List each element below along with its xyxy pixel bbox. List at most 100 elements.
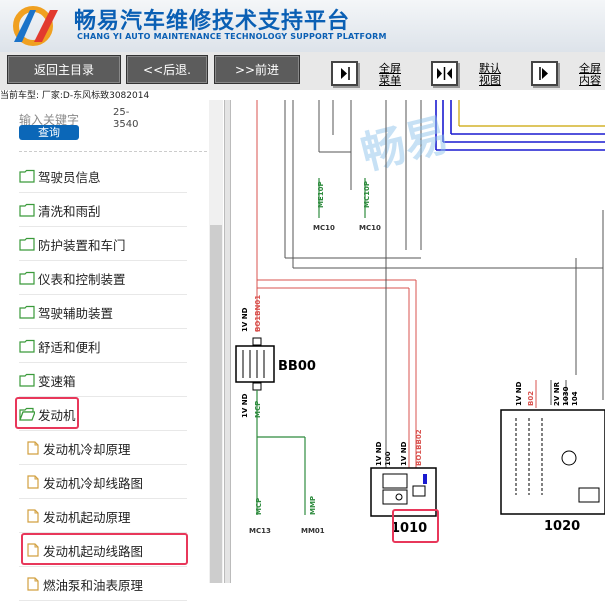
tree-item-label: 防护装置和车门	[38, 238, 126, 253]
file-icon	[26, 508, 42, 523]
wire-label-mc10p: MC10P	[363, 181, 371, 208]
folder-icon	[19, 372, 35, 387]
watermark: 畅易	[356, 109, 454, 180]
search-range-end: 3540	[113, 119, 139, 130]
file-icon	[26, 474, 42, 489]
tree-item-label: 发动机	[38, 408, 76, 423]
tree-item-label: 仪表和控制装置	[38, 272, 126, 287]
tree-item-engine-start-principle[interactable]: 发动机起动原理	[19, 499, 187, 533]
sidebar: 输入关键字 25- 3540 查询 驾驶员信息清洗和雨刮防护装置和车门仪表和控制…	[0, 100, 224, 601]
tree-item-protection-doors[interactable]: 防护装置和车门	[19, 227, 187, 261]
fullscreen-menu-label-2: 菜单	[379, 74, 401, 87]
fullscreen-content-label-2: 内容	[579, 74, 601, 87]
tree-item-engine-start-wiring[interactable]: 发动机起动线路图	[19, 533, 187, 567]
highlight-engine	[15, 397, 79, 429]
wire-label-1010-a: 1V ND	[375, 441, 383, 466]
back-main-button[interactable]: 返回主目录	[7, 55, 121, 84]
tree-item-transmission[interactable]: 变速箱	[19, 363, 187, 397]
wiring-diagram: ME10P MC10P MC10 MC10 畅易 BB00 1V ND BO1B…	[231, 100, 605, 583]
tree-item-label: 舒适和便利	[38, 340, 101, 355]
fullscreen-content-icon[interactable]	[531, 61, 558, 86]
next-button[interactable]: >>前进	[214, 55, 300, 84]
wire-label-1010-b: 1V ND	[400, 441, 408, 466]
app-subtitle: CHANG YI AUTO MAINTENANCE TECHNOLOGY SUP…	[77, 32, 387, 41]
default-view-label-1: 默认	[479, 62, 501, 75]
tree-item-label: 燃油泵和油表原理	[43, 578, 144, 593]
search-input[interactable]: 输入关键字	[19, 113, 80, 127]
file-icon	[26, 440, 42, 455]
wire-label-bb00-bot: 1V ND	[241, 393, 249, 418]
tree-item-driver-info[interactable]: 驾驶员信息	[19, 159, 187, 193]
tree-item-label: 驾驶辅助装置	[38, 306, 114, 321]
tree-item-label: 发动机起动线路图	[43, 544, 144, 559]
folder-open-icon	[19, 406, 36, 421]
wire-label-me10p: ME10P	[317, 181, 325, 208]
wire-label-bb00-top: 1V ND	[241, 307, 249, 332]
search-range-start: 25-	[113, 107, 130, 118]
tree-item-engine-cooling-principle[interactable]: 发动机冷却原理	[19, 431, 187, 465]
component-bb00: BB00	[278, 359, 316, 374]
wire-label-mc10a: MC10	[313, 224, 335, 232]
prev-button[interactable]: <<后退.	[126, 55, 208, 84]
default-view-label-2: 视图	[479, 74, 501, 87]
folder-icon	[19, 338, 35, 353]
tree-item-engine[interactable]: 发动机	[19, 397, 187, 431]
highlight-start-wiring	[21, 533, 188, 565]
pane-splitter[interactable]	[224, 100, 231, 583]
tree-item-label: 驾驶员信息	[38, 170, 101, 185]
tree-item-fuel-pump-gauge-principle[interactable]: 燃油泵和油表原理	[19, 567, 187, 601]
tree-item-label: 清洗和雨刮	[38, 204, 101, 219]
wire-label-mmp: MMP	[309, 496, 317, 515]
search-divider	[19, 151, 207, 152]
folder-icon	[19, 168, 35, 183]
tree-item-label: 变速箱	[38, 374, 76, 389]
tree-item-label: 发动机起动原理	[43, 510, 131, 525]
wire-label-1010-b-code: BO1BB02	[415, 429, 423, 466]
fullscreen-content-link[interactable]: 全屏 内容	[579, 63, 601, 87]
current-vehicle: 当前车型: 厂家:D-东风标致3082014	[0, 91, 150, 101]
wiring-diagram-svg: ME10P MC10P MC10 MC10 畅易 BB00 1V ND BO1B…	[235, 100, 605, 543]
tree-item-label: 发动机冷却原理	[43, 442, 131, 457]
wire-label-1020-a: 1V ND	[515, 381, 523, 406]
default-view-link[interactable]: 默认 视图	[479, 63, 501, 87]
toolbar: 返回主目录 <<后退. >>前进 全屏 菜单 默认 视图 全屏 内容	[0, 52, 605, 90]
component-bb00-box	[235, 345, 275, 383]
tree-item-comfort-convenience[interactable]: 舒适和便利	[19, 329, 187, 363]
file-icon	[26, 542, 42, 557]
component-1020-box	[500, 409, 605, 515]
cy-logo-icon	[13, 6, 58, 46]
highlight-1010	[392, 509, 439, 543]
folder-icon	[19, 202, 35, 217]
tree-item-instruments-controls[interactable]: 仪表和控制装置	[19, 261, 187, 295]
wire-label-mcp: MCP	[255, 498, 263, 515]
wire-label-1020-b-code2: 104	[571, 391, 579, 406]
tree-item-wash-wipe[interactable]: 清洗和雨刮	[19, 193, 187, 227]
search-range: 25- 3540	[113, 107, 138, 131]
tree-item-driving-assist[interactable]: 驾驶辅助装置	[19, 295, 187, 329]
wire-label-bb00-bot-code: MCP	[254, 401, 262, 418]
app-title: 畅易汽车维修技术支持平台	[74, 9, 351, 34]
folder-icon	[19, 270, 35, 285]
fullscreen-menu-icon[interactable]	[331, 61, 358, 86]
default-view-icon[interactable]	[431, 61, 458, 86]
fullscreen-menu-link[interactable]: 全屏 菜单	[379, 63, 401, 87]
wire-label-1010-a-code: 100	[384, 451, 392, 466]
wire-label-bb00-top-code: BO1BN01	[254, 295, 262, 332]
sidebar-scrollbar-thumb[interactable]	[210, 225, 222, 583]
folder-icon	[19, 304, 35, 319]
wire-label-1020-b: 2V NR	[553, 381, 561, 406]
file-icon	[26, 576, 42, 591]
app-header: 畅易汽车维修技术支持平台 CHANG YI AUTO MAINTENANCE T…	[0, 0, 605, 52]
component-1020: 1020	[544, 519, 580, 534]
folder-icon	[19, 236, 35, 251]
fullscreen-menu-label-1: 全屏	[379, 62, 401, 75]
wire-label-1020-b-code1: 1030	[562, 386, 570, 406]
tree-item-label: 发动机冷却线路图	[43, 476, 144, 491]
tree-item-engine-cooling-wiring[interactable]: 发动机冷却线路图	[19, 465, 187, 499]
fullscreen-content-label-1: 全屏	[579, 62, 601, 75]
query-button[interactable]: 查询	[19, 125, 79, 140]
wire-label-mc13: MC13	[249, 527, 271, 535]
wire-label-mc10b: MC10	[359, 224, 381, 232]
wire-label-mm01: MM01	[301, 527, 325, 535]
wire-label-1020-a-code: B02	[527, 391, 535, 406]
